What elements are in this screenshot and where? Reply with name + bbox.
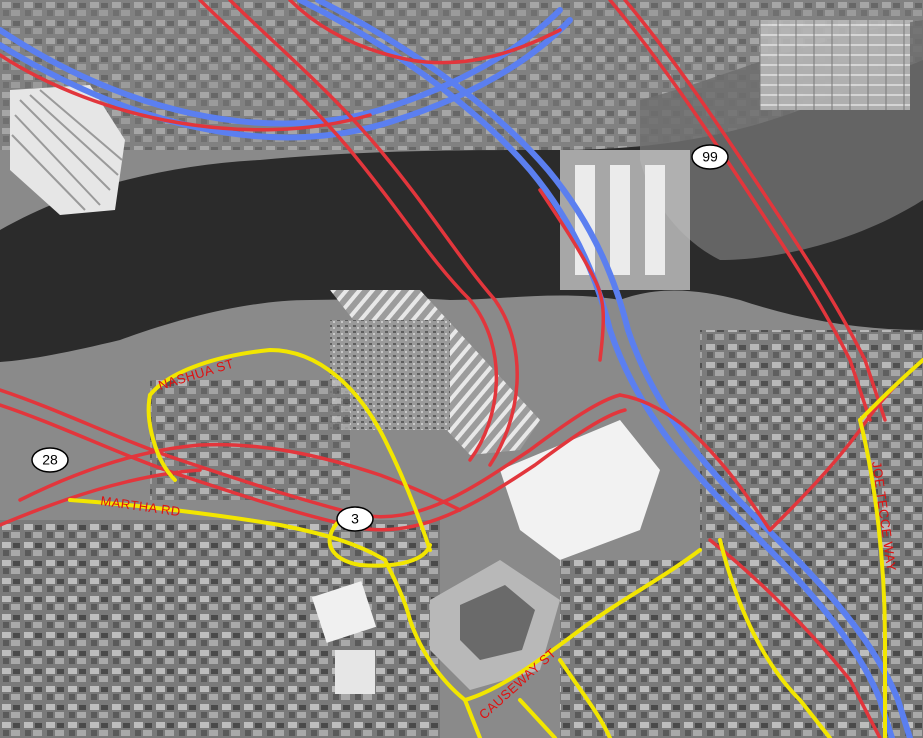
east-blocks	[700, 330, 923, 570]
building-roof	[335, 650, 375, 694]
route-shield-3: 3	[336, 506, 374, 532]
central-blocks	[150, 380, 350, 500]
garage-roof	[311, 581, 377, 643]
lock-chamber	[610, 165, 630, 275]
lock-chamber	[645, 165, 665, 275]
charles-river	[0, 60, 923, 362]
marina-docks	[760, 20, 910, 110]
svg-text:99: 99	[702, 149, 718, 165]
boston-garden-building	[430, 560, 560, 690]
svg-text:28: 28	[42, 452, 58, 468]
surface-streets	[68, 348, 923, 738]
svg-text:3: 3	[351, 511, 359, 527]
downtown-blocks-east	[560, 560, 923, 738]
route-shield-28: 28	[31, 447, 69, 473]
route-shield-99: 99	[691, 144, 729, 170]
fleetcenter-arena	[500, 420, 660, 560]
warehouse-roof	[10, 85, 125, 215]
